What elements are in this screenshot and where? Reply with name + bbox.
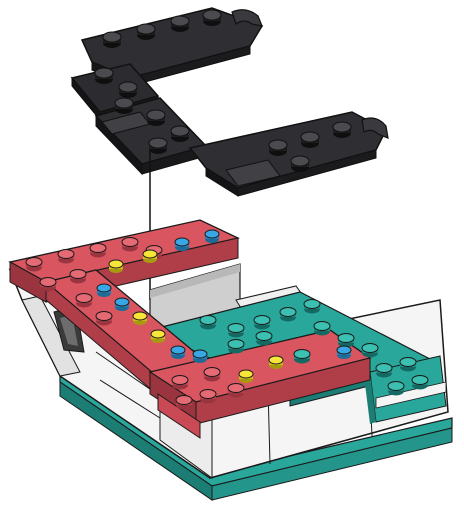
- boat-model: [10, 220, 452, 500]
- dark-plate-assembly: [72, 8, 388, 196]
